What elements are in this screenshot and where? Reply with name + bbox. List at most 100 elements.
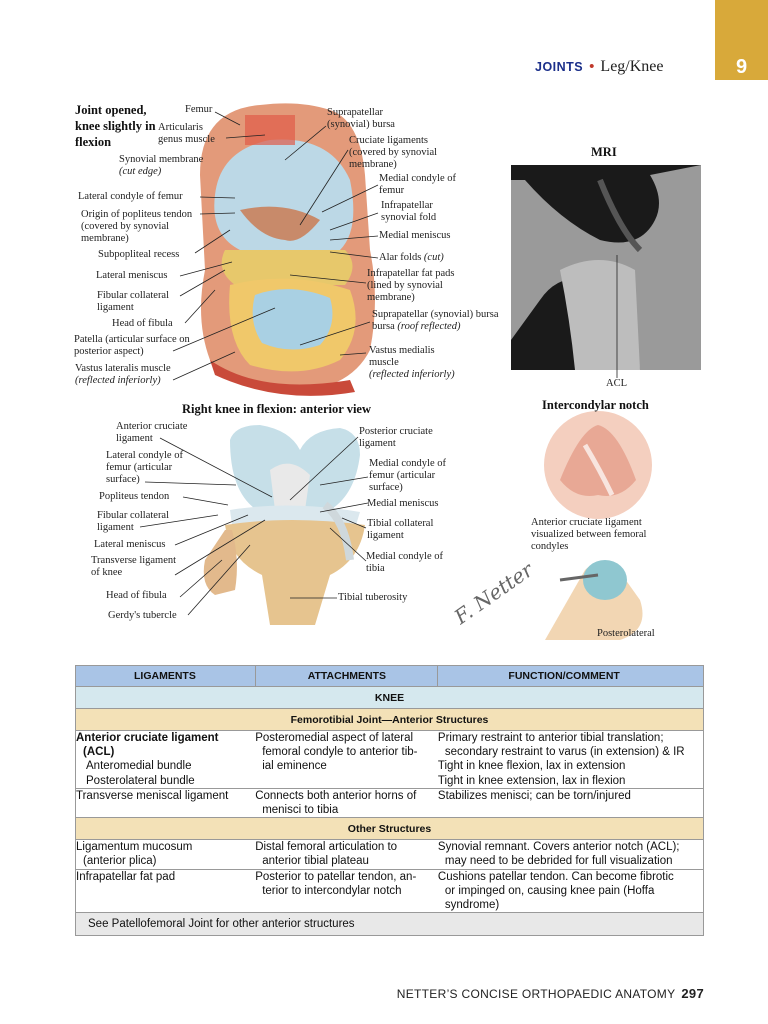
cell-text: femoral condyle to anterior tib- — [262, 746, 418, 759]
cell-text: Infrapatellar fat pad — [76, 870, 176, 883]
table-note: See Patellofemoral Joint for other anter… — [75, 912, 704, 937]
cell-text: Posterolateral bundle — [86, 774, 195, 787]
mri-title: MRI — [591, 145, 617, 159]
label-alar-folds-note: (cut) — [423, 252, 444, 263]
table-row: Ligamentum mucosum (anterior plica) Dist… — [75, 839, 704, 870]
notch-caption: Anterior cruciate ligament visualized be… — [531, 517, 647, 552]
cell-text: or impinged on, causing knee pain (Hoffa — [444, 884, 655, 897]
label-femur: Femur — [185, 104, 213, 115]
cell-text: anterior tibial plateau — [262, 855, 369, 868]
group-knee: KNEE — [75, 686, 704, 709]
cell-text: Primary restraint to anterior tibial tra… — [437, 732, 664, 744]
label-vastus-lateralis: Vastus lateralis muscle — [75, 363, 171, 374]
cell-text: Cushions patellar tendon. Can become fib… — [437, 870, 674, 883]
netter-signature: F. Netter — [449, 557, 539, 630]
mri-image — [511, 165, 701, 378]
section-name: JOINTS — [535, 60, 584, 74]
cell-text: Posteromedial aspect of lateral — [255, 732, 414, 744]
col-attachments: ATTACHMENTS — [254, 665, 439, 687]
cell-text: Tight in knee extension, lax in flexion — [437, 774, 626, 787]
separator-dot: • — [589, 58, 595, 75]
label-tibial-tuberosity: Tibial tuberosity — [338, 592, 408, 603]
figure1-title: Joint opened, knee slightly in flexion — [75, 103, 156, 149]
label-suprapatellar-pre: bursa — [372, 321, 398, 332]
posterolateral-image — [545, 560, 643, 640]
ligaments-table: LIGAMENTS ATTACHMENTS FUNCTION/COMMENT K… — [75, 665, 704, 937]
intercondylar-notch-image — [544, 411, 652, 519]
label-vastus-lateralis-note: (reflected inferiorly) — [75, 375, 161, 386]
running-header: JOINTS • Leg/Knee — [535, 58, 664, 76]
notch-title: Intercondylar notch — [542, 398, 649, 412]
label-fibular-collateral: Fibular collateral ligament — [97, 290, 170, 313]
label-popliteus-tendon: Popliteus tendon — [99, 491, 170, 502]
cell-text: Posterior to patellar tendon, an- — [255, 870, 417, 883]
label-tibial-collateral: Tibial collateral ligament — [367, 518, 434, 541]
label-suprapatellar-bursa-2: Suprapatellar (synovial) bursa — [372, 309, 499, 320]
page-footer: NETTER’S CONCISE ORTHOPAEDIC ANATOMY 297 — [397, 986, 704, 1001]
label-synovial-membrane: Synovial membrane — [119, 154, 204, 165]
cell-text: (anterior plica) — [83, 855, 157, 868]
figure2-title: Right knee in flexion: anterior view — [182, 402, 371, 416]
col-ligaments: LIGAMENTS — [75, 665, 256, 687]
cell-text: Connects both anterior horns of — [255, 789, 417, 802]
label-acl-mri: ACL — [606, 378, 627, 389]
label-med-condyle-tibia: Medial condyle of tibia — [366, 551, 443, 574]
chapter-tab: 9 — [715, 0, 768, 80]
cell-text: Synovial remnant. Covers anterior notch … — [437, 841, 680, 854]
table-header-row: LIGAMENTS ATTACHMENTS FUNCTION/COMMENT — [75, 665, 704, 687]
label-lateral-condyle: Lateral condyle of femur — [78, 191, 183, 202]
cell-text: may need to be debrided for full visuali… — [444, 855, 673, 868]
cell-text: secondary restraint to varus (in extensi… — [444, 746, 685, 759]
table-row: Anterior cruciate ligament (ACL) Anterom… — [75, 730, 704, 789]
label-infrapatellar-fold: Infrapatellar synovial fold — [381, 200, 437, 223]
cell-text: Distal femoral articulation to — [255, 841, 398, 854]
cell-text: Anteromedial bundle — [86, 760, 192, 773]
label-lateral-meniscus-2: Lateral meniscus — [94, 539, 166, 550]
cell-text: ial eminence — [262, 760, 327, 773]
illustration-canvas: F. Netter — [139, 103, 701, 640]
figure2-leader-lines — [139, 436, 369, 616]
cell-text: Ligamentum mucosum — [76, 841, 193, 854]
label-fibular-collateral-2: Fibular collateral ligament — [97, 510, 170, 533]
cell-text: terior to intercondylar notch — [262, 884, 402, 897]
label-transverse: Transverse ligament of knee — [91, 555, 177, 578]
label-suprapatellar-bursa: Suprapatellar (synovial) bursa — [327, 107, 395, 130]
cell-text: (ACL) — [83, 746, 115, 759]
label-head-fibula-2: Head of fibula — [106, 590, 167, 601]
figure1-leader-lines — [172, 111, 379, 381]
section-other: Other Structures — [75, 817, 704, 841]
cell-text: Stabilizes menisci; can be torn/injured — [437, 789, 631, 802]
label-gerdy: Gerdy's tubercle — [108, 610, 177, 621]
table-row: Transverse meniscal ligament Connects bo… — [75, 788, 704, 818]
label-medial-condyle: Medial condyle of femur — [379, 173, 456, 196]
table-row: Infrapatellar fat pad Posterior to patel… — [75, 869, 704, 913]
label-acl: Anterior cruciate ligament — [116, 421, 188, 444]
label-cruciate: Cruciate ligaments (covered by synovial … — [349, 135, 438, 170]
label-subpopliteal: Subpopliteal recess — [98, 249, 180, 260]
cell-text: menisci to tibia — [262, 804, 339, 817]
label-vastus-medialis-note: (reflected inferiorly) — [369, 369, 455, 380]
label-medial-meniscus: Medial meniscus — [379, 230, 451, 241]
label-patella: Patella (articular surface on posterior … — [74, 334, 190, 357]
label-med-condyle-femur: Medial condyle of femur (articular surfa… — [369, 458, 446, 493]
label-medial-meniscus-2: Medial meniscus — [367, 498, 439, 509]
cell-text: syndrome) — [444, 899, 500, 912]
page-number: 297 — [681, 986, 704, 1001]
cell-text: Anterior cruciate ligament — [76, 732, 219, 744]
chapter-number: 9 — [735, 56, 748, 78]
label-lat-condyle-femur: Lateral condyle of femur (articular surf… — [106, 450, 183, 485]
label-vastus-medialis: Vastus medialis muscle — [369, 345, 435, 368]
section-anterior: Femorotibial Joint—Anterior Structures — [75, 708, 704, 731]
label-alar-folds: Alar folds — [379, 252, 422, 263]
label-posterolateral: Posterolateral — [597, 628, 655, 639]
label-synovial-note: (cut edge) — [119, 166, 162, 177]
label-popliteus-origin: Origin of popliteus tendon (covered by s… — [81, 209, 193, 244]
book-title: NETTER’S CONCISE ORTHOPAEDIC ANATOMY — [396, 987, 676, 1001]
topic-name: Leg/Knee — [600, 58, 664, 75]
col-function: FUNCTION/COMMENT — [437, 665, 704, 687]
label-fat-pads: Infrapatellar fat pads (lined by synovia… — [367, 268, 455, 303]
label-suprapatellar-note: (roof reflected) — [397, 321, 461, 332]
label-pcl: Posterior cruciate ligament — [359, 426, 433, 449]
label-articularis: Articularis genus muscle — [158, 122, 215, 145]
label-lateral-meniscus: Lateral meniscus — [96, 270, 168, 281]
